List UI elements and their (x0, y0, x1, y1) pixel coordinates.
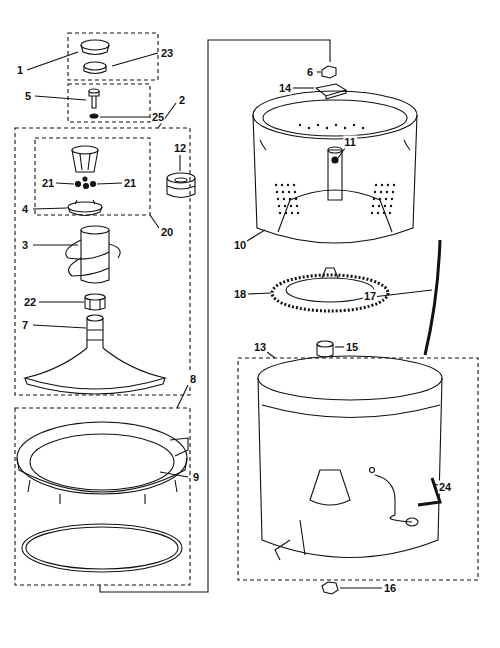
hole (392, 191, 394, 193)
callout-number: 8 (189, 373, 197, 386)
hole (378, 205, 380, 207)
hole (389, 212, 391, 214)
callout-number: 22 (23, 296, 37, 309)
callout-number: 16 (383, 582, 397, 595)
callout-number: 21 (123, 177, 137, 190)
hole (384, 205, 386, 207)
basket-holes (275, 124, 395, 214)
callout-number: 15 (345, 341, 359, 354)
bolt (89, 89, 99, 118)
hole (297, 212, 299, 214)
callout-number: 14 (278, 82, 292, 95)
hole (335, 124, 337, 126)
hole (278, 205, 280, 207)
hole (289, 198, 291, 200)
hole (344, 127, 346, 129)
hole (283, 198, 285, 200)
cap (81, 40, 109, 74)
hole (288, 191, 290, 193)
hole (299, 124, 301, 126)
hole (386, 191, 388, 193)
hole (381, 184, 383, 186)
hole (276, 191, 278, 193)
hole (383, 212, 385, 214)
hole (377, 212, 379, 214)
hole (281, 184, 283, 186)
hole (373, 198, 375, 200)
callout-number: 7 (21, 319, 29, 332)
callout-number: 24 (438, 481, 452, 494)
group-box (15, 33, 478, 585)
agitator-base (25, 315, 165, 394)
hole (277, 198, 279, 200)
hole (291, 212, 293, 214)
hole (371, 212, 373, 214)
auger (66, 226, 120, 283)
hole (387, 184, 389, 186)
gasket (22, 524, 182, 572)
hole (285, 212, 287, 214)
hole (317, 124, 319, 126)
callout-number: 20 (160, 226, 174, 239)
basket (253, 91, 417, 243)
hole (375, 184, 377, 186)
hole (393, 184, 395, 186)
outer-tub (258, 356, 442, 560)
seal (167, 173, 195, 198)
callout-number: 10 (233, 239, 247, 252)
callout-number: 23 (160, 47, 174, 60)
hole (372, 205, 374, 207)
callout-number: 9 (192, 471, 200, 484)
callout-number: 3 (21, 239, 29, 252)
bearing (317, 341, 333, 357)
callout-number: 2 (178, 94, 186, 107)
hole (290, 205, 292, 207)
hole (390, 205, 392, 207)
hole (362, 127, 364, 129)
callout-number: 5 (24, 90, 32, 103)
tub-ring (17, 422, 188, 504)
hole (279, 212, 281, 214)
hole (374, 191, 376, 193)
hole (275, 184, 277, 186)
nut (316, 66, 346, 99)
callout-number: 18 (233, 288, 247, 301)
hole (385, 198, 387, 200)
hole (284, 205, 286, 207)
callout-number: 11 (343, 136, 357, 149)
hole (282, 191, 284, 193)
group-line (100, 40, 330, 592)
callout-number: 25 (151, 111, 165, 124)
coupling (85, 294, 105, 310)
callout-number: 21 (41, 177, 55, 190)
callout-number: 12 (173, 142, 187, 155)
hole (287, 184, 289, 186)
hole (353, 124, 355, 126)
callout-number: 6 (306, 66, 314, 79)
hole (379, 198, 381, 200)
agitator-cap (68, 146, 102, 216)
callout-number: 17 (363, 290, 377, 303)
callout-number: 4 (21, 203, 29, 216)
callout-number: 13 (253, 341, 267, 354)
hole (380, 191, 382, 193)
drain-tube (418, 478, 440, 505)
drive-ring (272, 268, 388, 311)
nut (322, 582, 338, 594)
hose (425, 240, 440, 355)
hole (294, 191, 296, 193)
hole (308, 127, 310, 129)
leader-line (27, 52, 438, 588)
hole (293, 184, 295, 186)
callout-number: 1 (16, 64, 24, 77)
hole (296, 205, 298, 207)
hole (295, 198, 297, 200)
hole (326, 127, 328, 129)
hole (391, 198, 393, 200)
